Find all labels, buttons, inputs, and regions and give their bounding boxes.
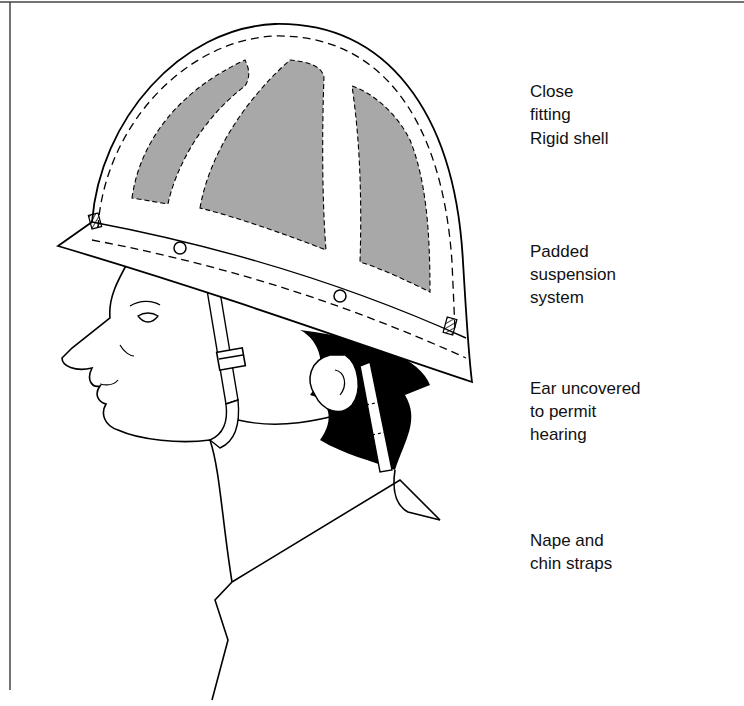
frame-line: [0, 1, 744, 3]
part-label: Padded suspension system: [530, 240, 630, 309]
strap-buckle: [219, 355, 243, 359]
chin-strap: [210, 400, 239, 448]
part-label: Nape and chin straps: [530, 529, 625, 575]
eyebrow: [130, 301, 160, 306]
ear: [310, 355, 358, 412]
padded-suspension-system: [200, 60, 326, 250]
face-profile: [62, 262, 232, 582]
eye: [138, 313, 158, 322]
part-label: Rigid shell: [530, 127, 680, 150]
collar: [232, 480, 440, 582]
nape-strap: [360, 362, 392, 472]
nape-strap: [372, 432, 386, 435]
part-label: Close fitting: [530, 80, 600, 126]
suspension-clip: [443, 317, 457, 335]
rigid-shell: [58, 24, 472, 382]
frame-line: [9, 2, 11, 690]
suspension-clip: [88, 213, 101, 229]
chin-strap: [238, 412, 350, 424]
strap-buckle: [217, 348, 246, 370]
ear-detail: [335, 370, 345, 395]
rivet: [334, 290, 346, 302]
nape-strap: [366, 402, 380, 405]
part-label: Ear uncovered to permit hearing: [530, 377, 648, 446]
suspension-outline: [98, 36, 455, 330]
shirt-front: [212, 582, 232, 700]
cheek-line: [120, 345, 134, 356]
rivet: [174, 242, 186, 254]
mouth-line: [100, 380, 118, 385]
padded-suspension-system: [352, 86, 430, 292]
